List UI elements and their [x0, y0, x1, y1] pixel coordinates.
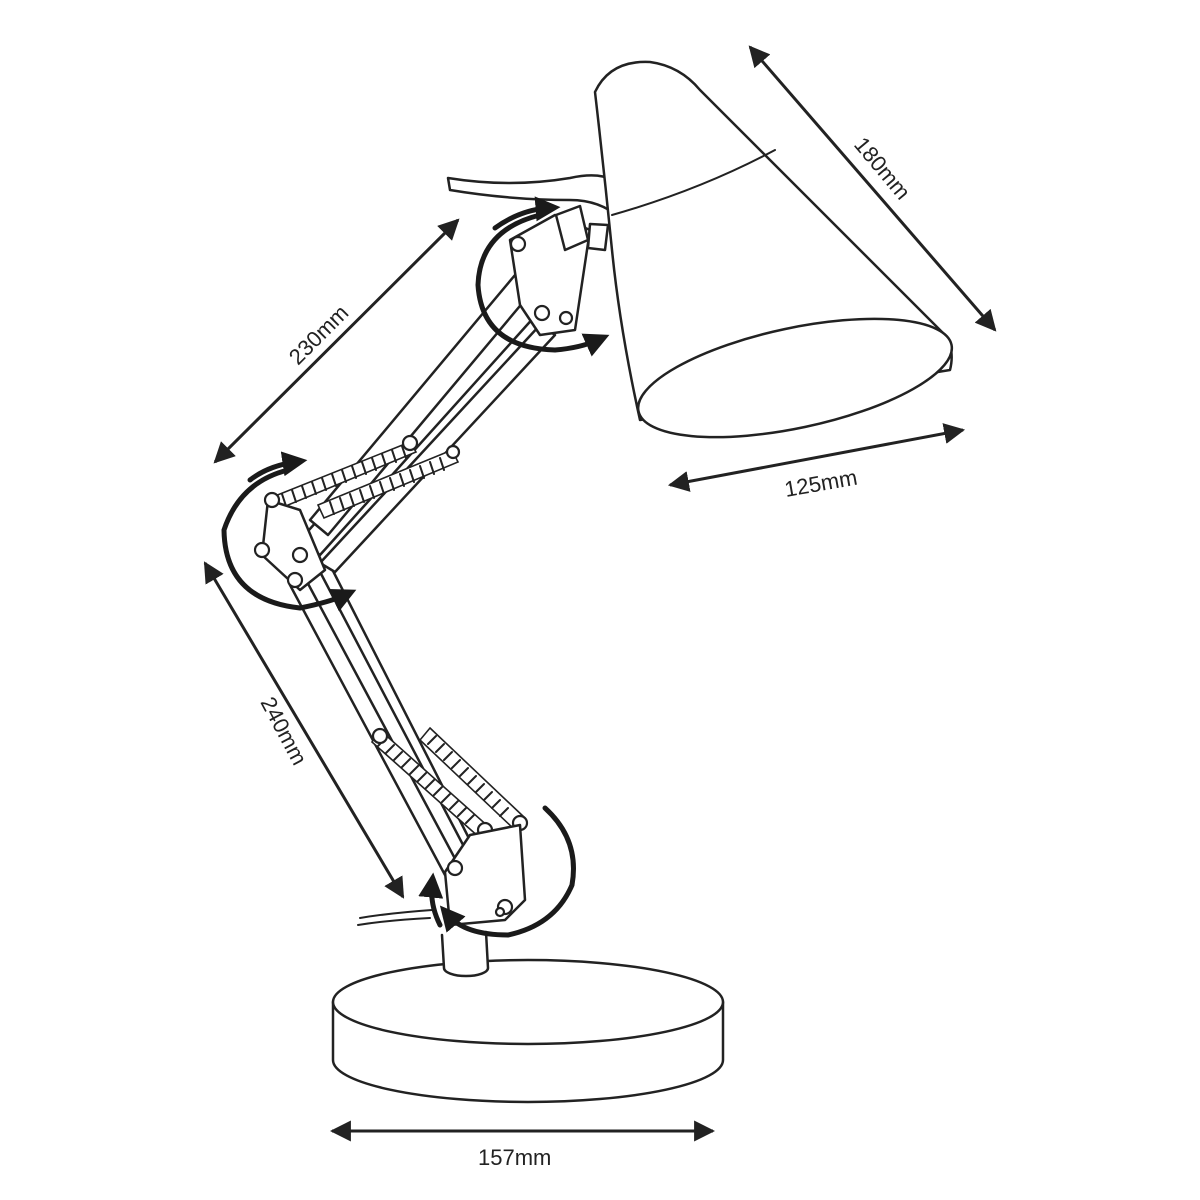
label-shade-length: 180mm: [849, 132, 915, 204]
lamp-base: [331, 909, 725, 1104]
dimension-base-diameter: 157mm: [329, 1120, 716, 1170]
lower-arm: [288, 563, 482, 877]
label-shade-diameter: 125mm: [783, 465, 860, 502]
label-base-diameter: 157mm: [478, 1145, 551, 1170]
dimension-shade-diameter: 125mm: [667, 423, 966, 502]
head-rotation-arrow: [475, 196, 610, 357]
head-hinge: [508, 204, 610, 337]
base-rotation-arrow: [418, 805, 576, 938]
